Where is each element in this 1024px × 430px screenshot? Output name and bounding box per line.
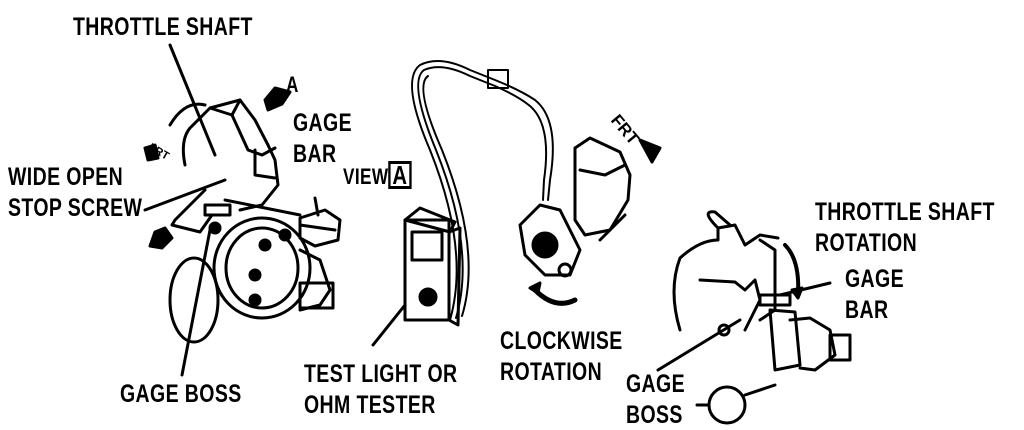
leader-lines-right [656, 281, 832, 372]
label-line: CLOCKWISE [500, 327, 623, 355]
label-test-light-ohm-tester: TEST LIGHT OR OHM TESTER [304, 359, 457, 421]
label-view-arrow-a: A [286, 72, 299, 97]
label-wide-open-stop-screw: WIDE OPEN STOP SCREW [8, 162, 142, 224]
label-throttle-shaft: THROTTLE SHAFT [73, 13, 253, 41]
label-gage-bar-right: GAGE BAR [845, 264, 904, 326]
view-letter-box: A [388, 161, 412, 189]
label-line: GAGE [293, 109, 352, 137]
label-line: TEST LIGHT OR [304, 360, 458, 388]
label-line: ROTATION [815, 229, 918, 257]
throttle-body-left [168, 98, 335, 344]
label-line: STOP SCREW [8, 194, 143, 222]
label-line: GAGE [626, 370, 685, 398]
view-prefix: VIEW [343, 164, 389, 189]
label-line: BOSS [626, 401, 683, 429]
label-gage-boss-right: GAGE BOSS [626, 369, 685, 430]
label-gage-bar-left: GAGE BAR [293, 108, 352, 170]
test-light-ohm-tester [403, 206, 462, 327]
label-line: THROTTLE SHAFT [815, 198, 995, 226]
gage-bar-left-block [298, 208, 342, 248]
label-line: ROTATION [500, 358, 603, 386]
sensor-cable [411, 60, 554, 321]
label-line: BAR [845, 296, 889, 324]
frt-arrow-right-icon [638, 138, 662, 164]
leader-lines-left [143, 43, 407, 377]
label-line: OHM TESTER [304, 391, 436, 419]
frt-arrow-left-icon [148, 226, 174, 250]
view-a-arrow-icon [263, 86, 292, 112]
label-gage-boss-left: GAGE BOSS [120, 380, 242, 408]
label-clockwise-rotation: CLOCKWISE ROTATION [500, 326, 623, 388]
frt-arrow-left-top-icon [143, 143, 160, 162]
label-line: BAR [293, 140, 337, 168]
label-throttle-shaft-rotation: THROTTLE SHAFT ROTATION [815, 197, 995, 259]
label-line: WIDE OPEN [8, 163, 124, 191]
throttle-body-center [518, 136, 632, 306]
label-line: GAGE [845, 265, 904, 293]
